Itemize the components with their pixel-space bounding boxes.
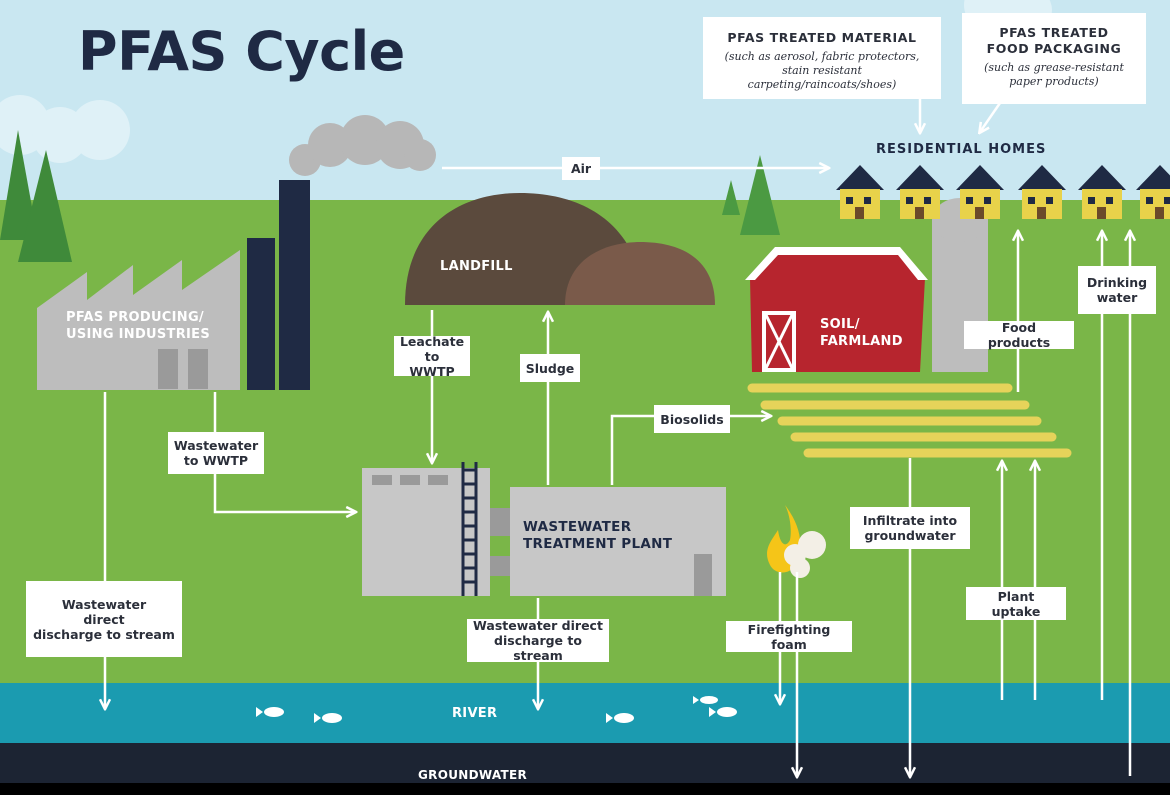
industries-label: PFAS PRODUCING/ USING INDUSTRIES xyxy=(66,310,211,342)
biosolids-label: Biosolids xyxy=(654,405,730,433)
air-label: Air xyxy=(562,157,600,180)
wastewater-to-wwtp-label: Wastewater to WWTP xyxy=(168,432,264,474)
smoke-cloud xyxy=(289,115,436,176)
landfill-mounds xyxy=(405,193,715,305)
page-title: PFAS Cycle xyxy=(78,20,405,83)
bottom-border xyxy=(0,783,1170,795)
residential-houses xyxy=(836,165,1170,219)
leachate-label: Leachate to WWTP xyxy=(394,334,470,379)
callout-material-sub: (such as aerosol, fabric protectors, sta… xyxy=(724,50,920,91)
landfill-label: LANDFILL xyxy=(440,259,513,274)
crop-rows xyxy=(747,383,1072,458)
discharge-plant-label: Wastewater direct discharge to stream xyxy=(467,618,609,663)
treatment-plant xyxy=(362,462,726,596)
groundwater-label: GROUNDWATER xyxy=(418,768,528,782)
drinking-water-label: Drinking water xyxy=(1078,266,1156,314)
residential-homes-label: RESIDENTIAL HOMES xyxy=(876,142,1047,157)
river-label: RIVER xyxy=(452,706,498,721)
discharge-industry-label: Wastewater direct discharge to stream xyxy=(26,581,182,657)
fish-icons xyxy=(256,696,737,723)
factory-building xyxy=(37,180,310,390)
barn-silo xyxy=(745,198,988,372)
callout-packaging-heading: PFAS TREATED FOOD PACKAGING xyxy=(986,25,1122,56)
firefighting-label: Firefighting foam xyxy=(726,621,852,652)
river-band xyxy=(0,683,1170,743)
sludge-label: Sludge xyxy=(520,354,580,382)
callout-packaging-sub: (such as grease-resistant paper products… xyxy=(984,61,1124,88)
pine-trees xyxy=(0,130,780,262)
callout-material-heading: PFAS TREATED MATERIAL xyxy=(727,30,917,45)
infiltrate-label: Infiltrate into groundwater xyxy=(850,507,970,549)
fire-icon xyxy=(767,505,826,578)
callout-food-packaging: PFAS TREATED FOOD PACKAGING (such as gre… xyxy=(962,13,1146,104)
plant-uptake-label: Plant uptake xyxy=(966,587,1066,620)
groundwater-band xyxy=(0,743,1170,783)
food-products-label: Food products xyxy=(964,320,1074,350)
callout-treated-material: PFAS TREATED MATERIAL (such as aerosol, … xyxy=(703,17,941,99)
wwtp-label: WASTEWATER TREATMENT PLANT xyxy=(523,519,673,552)
soil-farmland-label: SOIL/ FARMLAND xyxy=(820,317,903,349)
